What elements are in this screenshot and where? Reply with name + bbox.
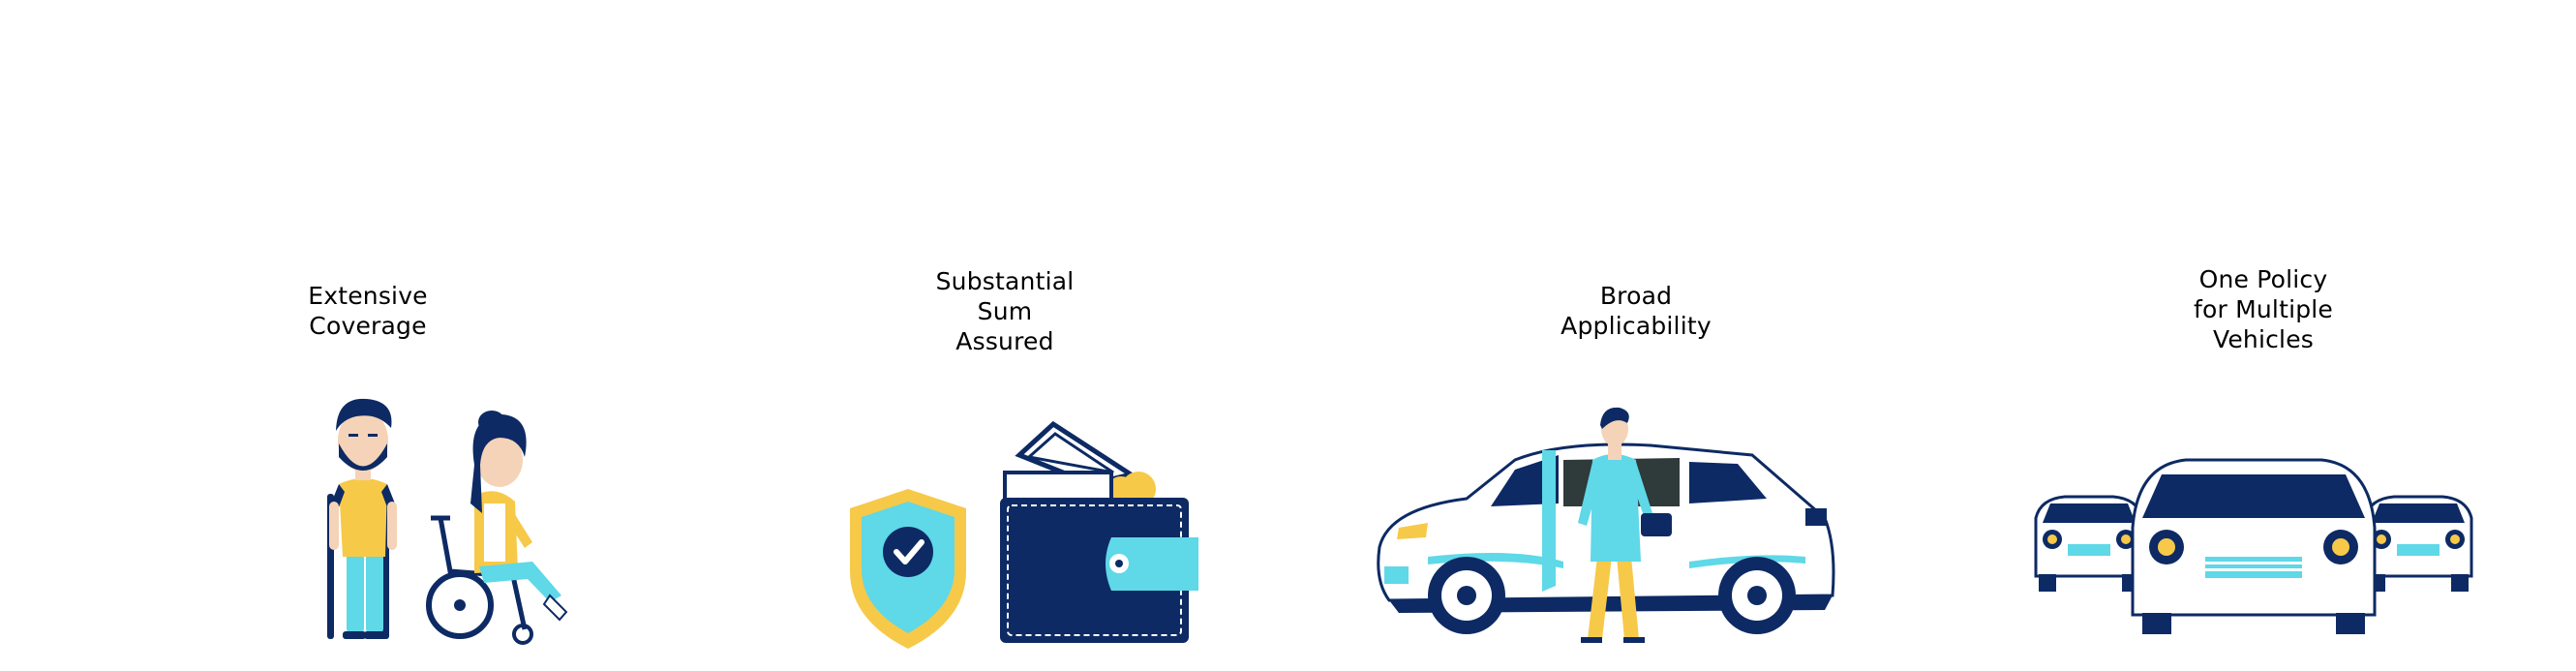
feature-title: One Policy for Multiple Vehicles [2193,265,2334,353]
people-with-disability-icon [327,398,568,645]
feature-substantial-sum-assured: Substantial Sum Assured [811,0,1198,671]
feature-title: Extensive Coverage [308,282,428,340]
car-left-icon [2034,495,2144,592]
feature-one-policy-multiple-vehicles: One Policy for Multiple Vehicles [2034,0,2473,671]
feature-title: Substantial Sum Assured [935,267,1075,355]
wallet-icon [1000,420,1198,643]
man-figure [1578,407,1672,643]
shield-wallet-icon [850,420,1198,649]
feature-title: Broad Applicability [1561,282,1712,340]
car-right-icon [2363,495,2473,592]
man-with-car-icon [1377,407,1835,643]
feature-extensive-coverage: Extensive Coverage [174,0,568,671]
feature-broad-applicability: Broad Applicability [1377,0,1835,671]
shield-check-icon [850,489,966,649]
car-center-icon [2131,458,2377,634]
multiple-cars-icon [2034,458,2473,634]
